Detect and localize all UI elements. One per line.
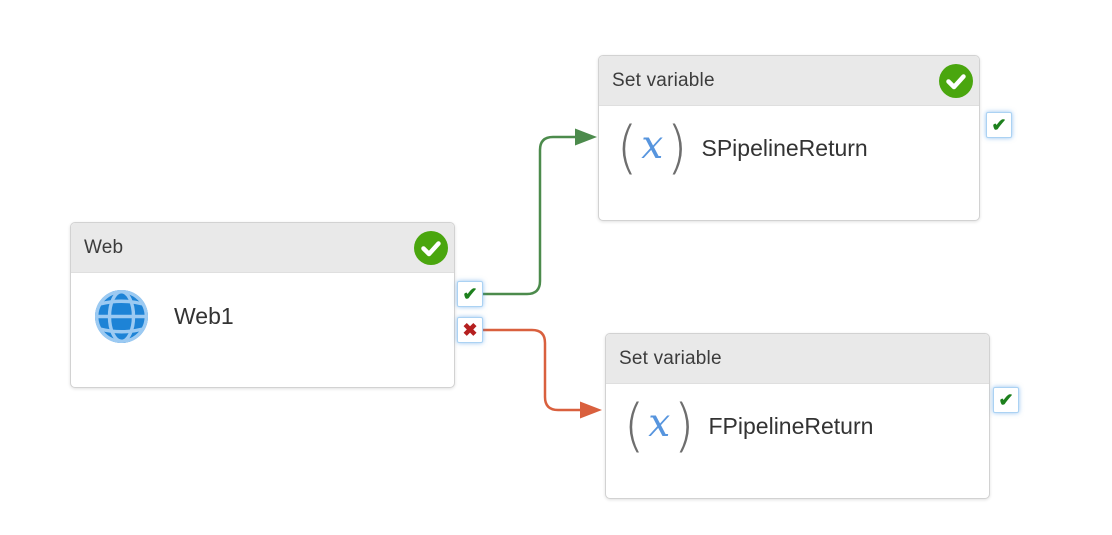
success-connector[interactable] xyxy=(483,135,575,296)
success-status-badge-icon xyxy=(414,231,448,265)
node-header: Set variable xyxy=(599,56,979,106)
set-variable-icon: ( x ) xyxy=(616,119,689,177)
node-type-label: Set variable xyxy=(619,347,722,369)
node-body: Web1 xyxy=(71,273,454,345)
paren-open: ( xyxy=(616,115,638,181)
success-status-badge-icon xyxy=(939,64,973,98)
fpipelinereturn-success-port[interactable]: ✔ xyxy=(993,387,1019,413)
paren-open: ( xyxy=(623,393,645,459)
activity-node-fpipelinereturn[interactable]: Set variable ( x ) FPipelineReturn xyxy=(605,333,990,499)
web1-success-port[interactable]: ✔ xyxy=(457,281,483,307)
paren-close: ) xyxy=(674,393,695,459)
node-header: Web xyxy=(71,223,454,273)
web-globe-icon xyxy=(95,290,148,343)
node-type-label: Web xyxy=(84,236,124,258)
activity-node-spipelinereturn[interactable]: Set variable ( x ) SPipelineReturn xyxy=(598,55,980,221)
activity-name: FPipelineReturn xyxy=(708,412,874,439)
spipelinereturn-success-port[interactable]: ✔ xyxy=(986,112,1012,138)
variable-x-glyph: x xyxy=(648,400,671,446)
failure-connector-arrowhead xyxy=(580,401,602,419)
success-connector-arrowhead xyxy=(575,128,597,146)
paren-close: ) xyxy=(667,115,688,181)
activity-name: Web1 xyxy=(174,303,234,329)
set-variable-icon: ( x ) xyxy=(623,397,696,455)
activity-name: SPipelineReturn xyxy=(701,134,868,161)
web1-failure-port[interactable]: ✖ xyxy=(457,317,483,343)
node-body: ( x ) FPipelineReturn xyxy=(606,384,989,455)
node-type-label: Set variable xyxy=(612,69,715,91)
variable-x-glyph: x xyxy=(641,122,664,168)
node-body: ( x ) SPipelineReturn xyxy=(599,106,979,177)
failure-connector[interactable] xyxy=(483,328,580,412)
activity-node-web1[interactable]: Web Web1 xyxy=(70,222,455,388)
node-header: Set variable xyxy=(606,334,989,384)
